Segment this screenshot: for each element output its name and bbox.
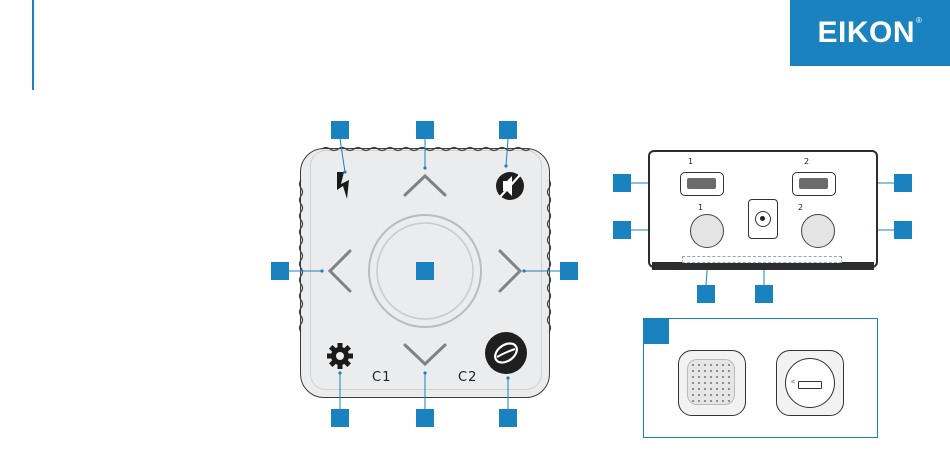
arrow-right-icon (500, 251, 520, 291)
power-jack (748, 199, 778, 239)
marker-lightning (331, 121, 349, 139)
label-c2: C2 (458, 370, 477, 385)
gear-icon (327, 343, 353, 369)
marker-inset (643, 318, 669, 344)
keypad-wavy-edge-left (300, 180, 303, 332)
keypad-wavy-edge-top (322, 148, 530, 151)
marker-left (271, 262, 289, 280)
round-button-1 (690, 214, 724, 248)
arrow-up-icon (405, 176, 445, 195)
arrow-left-icon (330, 251, 350, 291)
marker-usb1 (613, 174, 631, 192)
marker-coffee (499, 409, 517, 427)
button1-label: 1 (698, 203, 703, 212)
usb-port-1 (680, 172, 724, 196)
keypad-wavy-edge-right (548, 180, 551, 332)
marker-gear (331, 409, 349, 427)
marker-btn1 (613, 221, 631, 239)
button2-label: 2 (798, 203, 803, 212)
label-c1: C1 (372, 370, 391, 385)
port1-label: 1 (688, 157, 693, 166)
panel-led-strip (682, 256, 842, 263)
arrow-down-icon (405, 345, 445, 364)
usb-port-2 (792, 172, 836, 196)
marker-up (416, 121, 434, 139)
lightning-icon (337, 172, 349, 199)
marker-btn2 (894, 221, 912, 239)
marker-center (416, 262, 434, 280)
rotary-switch: < (776, 350, 844, 416)
panel-base (652, 262, 874, 270)
marker-down (416, 409, 434, 427)
port2-label: 2 (804, 157, 809, 166)
marker-led (697, 285, 715, 303)
marker-power (755, 285, 773, 303)
grille-knob (678, 350, 746, 416)
marker-right (560, 262, 578, 280)
marker-usb2 (894, 174, 912, 192)
round-button-2 (801, 214, 835, 248)
marker-mute (499, 121, 517, 139)
